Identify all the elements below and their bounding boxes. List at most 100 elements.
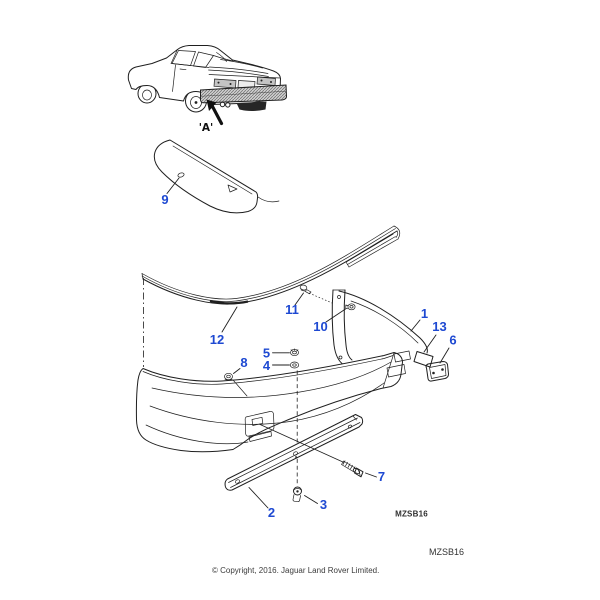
tail-lamp-right-dot [260, 79, 263, 82]
part-lamp-unit [425, 361, 449, 382]
bar-dimple [295, 456, 297, 458]
leader-7 [365, 472, 377, 478]
part-finisher-panel [153, 139, 280, 214]
tail-panel-edge [208, 74, 281, 79]
beltline [171, 63, 210, 68]
copyright-notice: © Copyright, 2016. Jaguar Land Rover Lim… [212, 566, 380, 575]
rear-bumper-band-midline [200, 90, 287, 97]
door-handle [179, 68, 187, 71]
trunk-edge [220, 59, 263, 69]
plate-recess-slot [251, 416, 264, 426]
bracket-hole [337, 295, 341, 299]
tail-lamp-left-dot [229, 83, 232, 85]
buttress-line [213, 55, 234, 62]
part-mounting-pad [413, 351, 434, 368]
backlight-line [216, 52, 227, 62]
finisher-panel-edge-line [172, 145, 253, 195]
leader-1 [410, 319, 421, 332]
exhaust-pipe [225, 102, 231, 108]
seal-strip-line [141, 225, 395, 300]
bumper-lower-crease [145, 424, 249, 445]
seal-return-line [348, 238, 399, 268]
seal-return-line [347, 236, 396, 265]
diagram-code: MZSB16 [395, 510, 428, 519]
leader-6 [439, 347, 450, 364]
spoiler-top [209, 66, 269, 74]
seal-end-cap [345, 261, 350, 268]
vehicle-illustration [127, 45, 288, 113]
fastener-nut-8 [224, 372, 233, 381]
spoiler-lip [208, 69, 269, 77]
bar-hole [293, 451, 298, 456]
fastener-clip-11 [299, 284, 312, 295]
front-hub [142, 89, 152, 101]
assembly-line-recess-to-screw [258, 423, 345, 463]
callout-5[interactable]: 5 [263, 346, 270, 361]
callout-3[interactable]: 3 [320, 497, 327, 512]
plate-recess [244, 411, 275, 437]
assembly-dotted-line [308, 292, 333, 304]
bar-flange-line [228, 417, 358, 483]
leader-12 [221, 306, 238, 333]
bar-hole [235, 479, 240, 484]
armature-bracket [343, 289, 353, 361]
part-mounting-bar [224, 414, 364, 491]
fastener-screw-7 [341, 460, 364, 478]
door-cut-line [172, 64, 176, 92]
callout-1[interactable]: 1 [421, 306, 428, 321]
seal-corner [395, 230, 399, 238]
callout-4[interactable]: 4 [263, 358, 271, 373]
lamp-screw-dot [432, 371, 435, 375]
finisher-panel-return-edge [257, 196, 280, 203]
tail-lamp-right [256, 76, 276, 86]
callout-7[interactable]: 7 [378, 469, 385, 484]
callout-2[interactable]: 2 [268, 505, 275, 520]
bumper-top-edge-line [142, 355, 394, 385]
endcap-slot [386, 364, 406, 378]
armature-bracket [331, 289, 353, 368]
bar-notch [352, 415, 357, 421]
bumper-body-outline [135, 352, 403, 453]
callout-10[interactable]: 10 [313, 319, 327, 334]
leader-10 [325, 308, 346, 323]
leader-9 [166, 177, 180, 194]
a-pillar-line [170, 49, 178, 64]
callout-11[interactable]: 11 [285, 302, 299, 317]
exhaust-pipe [219, 101, 226, 108]
callout-9[interactable]: 9 [161, 192, 168, 207]
seal-corner [393, 225, 401, 240]
fastener-bolt-3 [292, 486, 302, 503]
leader-11 [294, 292, 304, 306]
callout-8[interactable]: 8 [240, 355, 247, 370]
bumper-upper-face-line [151, 361, 392, 398]
seal-end-cap [141, 273, 144, 280]
fastener-stud-10 [345, 303, 356, 311]
part-rear-bumper [135, 350, 411, 453]
plate-recess-flap [248, 431, 272, 442]
fastener-nut-5 [290, 348, 299, 357]
rear-hub-center [194, 101, 198, 104]
callout-12[interactable]: 12 [210, 332, 224, 347]
part-boot-seal [141, 225, 401, 305]
leader-13 [423, 334, 437, 353]
bar-hole [347, 424, 353, 429]
callout-6[interactable]: 6 [449, 333, 456, 348]
bumper-endcap-edge [382, 352, 395, 389]
seal-return-line [345, 233, 394, 263]
underbody-shadow [236, 101, 267, 111]
bumper-mid-crease [149, 382, 385, 425]
finisher-fastener-hole [177, 172, 185, 178]
quarter-window [193, 51, 214, 68]
detail-arrow-icon [206, 99, 224, 126]
finisher-clip [227, 184, 238, 193]
endcap-slot [393, 350, 411, 363]
finisher-panel-outline [153, 139, 259, 214]
view-label: 'A' [199, 122, 214, 134]
armature-band-inner [350, 300, 419, 344]
bracket-hole [338, 355, 343, 360]
tail-lamp-right-dot [270, 81, 272, 83]
lamp-screw-dot [441, 368, 444, 371]
callout-13[interactable]: 13 [432, 319, 446, 334]
nut-8-axis-line [233, 380, 248, 397]
